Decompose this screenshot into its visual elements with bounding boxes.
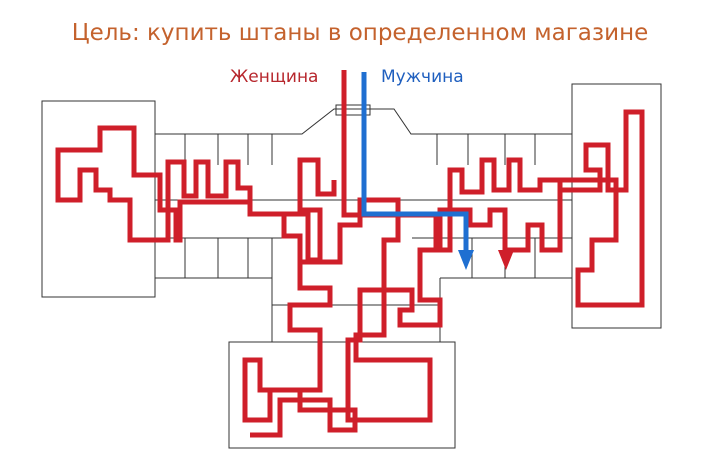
title: Цель: купить штаны в определенном магази… <box>71 20 649 46</box>
man-route <box>361 72 469 250</box>
woman-arrow-head <box>498 250 514 270</box>
entrance <box>335 104 371 116</box>
woman-label: Женщина <box>230 67 319 87</box>
bottom-hall <box>228 341 456 449</box>
lower-shops <box>184 238 536 278</box>
left-wing <box>41 100 156 298</box>
right-wing <box>571 83 662 329</box>
man-label: Мужчина <box>381 67 464 87</box>
man-arrow-head <box>458 250 474 270</box>
upper-shops <box>184 134 536 165</box>
woman-route <box>55 70 645 438</box>
